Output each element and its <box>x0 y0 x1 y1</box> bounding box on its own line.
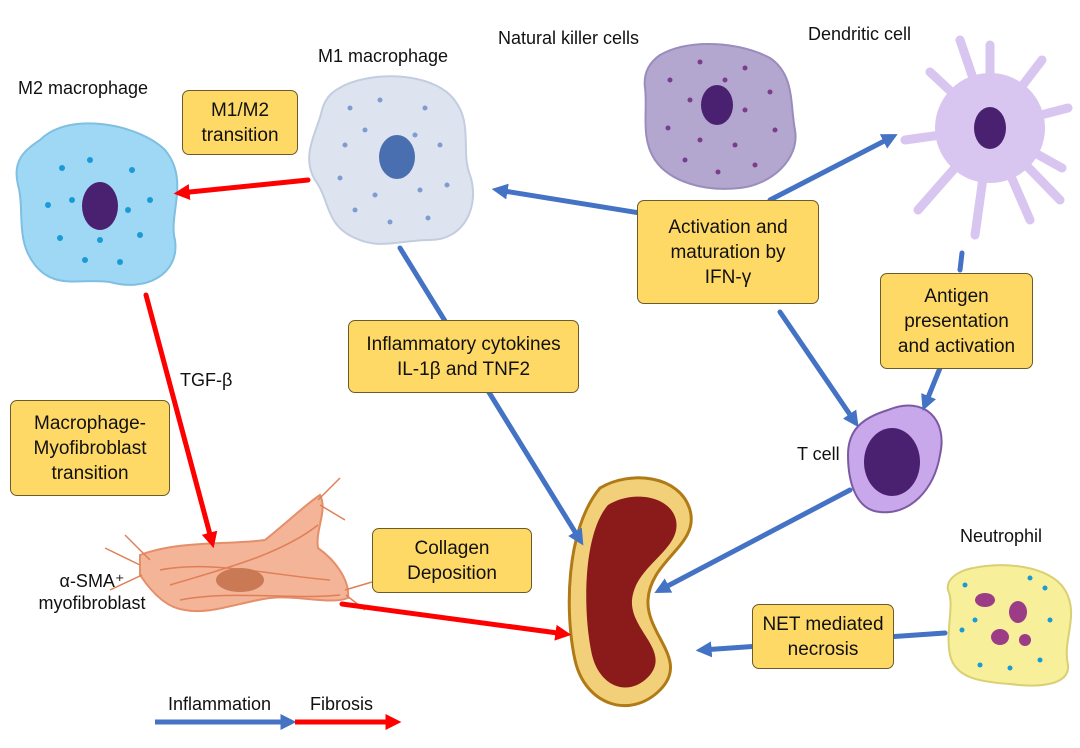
arrow-myofibroblast-to-kidney <box>339 601 572 641</box>
myofibroblast-label-line2: myofibroblast <box>38 593 146 613</box>
inflammation-arrows <box>397 134 965 658</box>
fibrosis-arrows <box>143 177 572 641</box>
myofibroblast-cell <box>104 477 373 613</box>
legend-fibrosis-label: Fibrosis <box>310 694 374 714</box>
t-cell <box>846 404 943 514</box>
arrow-activation-to-dendritic <box>767 134 898 203</box>
myofibroblast-label: α-SMA⁺ myofibroblast <box>22 570 162 614</box>
arrow-tcell-to-kidney <box>654 487 853 593</box>
arrow-dendritic-to-tcell <box>957 250 965 273</box>
natural-killer-cell <box>643 42 797 190</box>
m2-macrophage-label: M2 macrophage <box>18 78 149 98</box>
arrow-activation-to-m1 <box>491 183 643 216</box>
arrow-m1-to-m2 <box>173 177 311 200</box>
neutrophil-label: Neutrophil <box>960 526 1043 546</box>
macrophage-myofibroblast-box: Macrophage- Myofibroblast transition <box>10 400 170 496</box>
myofibroblast-label-line1: α-SMA⁺ <box>59 571 125 591</box>
arrow-m1-to-kidney <box>397 245 584 546</box>
m1-m2-transition-box: M1/M2 transition <box>182 90 298 155</box>
arrow-m2-to-myofibroblast <box>143 292 218 549</box>
arrow-antigen-to-tcell <box>921 365 943 411</box>
dendritic-cell <box>900 35 1073 240</box>
kidney-organ <box>567 476 693 708</box>
antigen-presentation-box: Antigen presentation and activation <box>880 273 1033 369</box>
m2-macrophage-cell <box>15 122 179 286</box>
dendritic-cell-label: Dendritic cell <box>808 24 912 44</box>
m1-macrophage-cell <box>308 75 475 245</box>
tgf-beta-label: TGF-β <box>180 370 233 390</box>
activation-maturation-box: Activation and maturation by IFN-γ <box>637 200 819 304</box>
legend-inflammation-label: Inflammation <box>168 694 272 714</box>
inflammatory-cytokines-box: Inflammatory cytokines IL-1β and TNF2 <box>348 320 579 393</box>
arrow-activation-to-tcell <box>777 309 859 428</box>
neutrophil-cell <box>946 564 1073 687</box>
t-cell-label: T cell <box>797 444 840 464</box>
collagen-deposition-box: Collagen Deposition <box>372 528 532 593</box>
net-necrosis-box: NET mediated necrosis <box>752 604 894 669</box>
m1-macrophage-label: M1 macrophage <box>318 46 449 66</box>
natural-killer-cells-label: Natural killer cells <box>498 28 640 48</box>
